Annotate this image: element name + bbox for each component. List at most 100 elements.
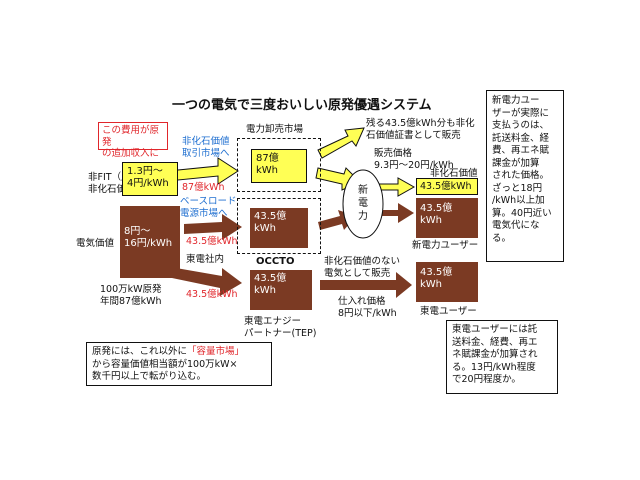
new-user-brown-box: 43.5億 kWh [416,198,478,238]
electric-value-label: 電気価値 [76,238,115,249]
wholesale-brown-line1: 43.5億 [254,211,287,222]
note-bottom-left-line1: 原発には、これ以外に「容量市場」 [92,346,266,359]
circle-char2: 電 [358,198,368,209]
new-user-brown-line2: kWh [420,215,443,226]
baseload-market-label: ベースロード 電源市場へ [180,196,237,219]
capacity-market-highlight: 「容量市場」 [187,346,245,357]
baseload-line2: 電源市場へ [180,207,228,219]
sales-price-line2: 9.3円〜20円/kWh [374,159,454,171]
purchase-price-line2: 8円以下/kWh [338,307,397,319]
purchase-price-label: 仕入れ価格 8円以下/kWh [338,296,397,319]
nonfossil-market-label: 非化石価値 取引市場へ [182,136,230,159]
kwh435-label-b: 43.5億kWh [186,289,238,300]
note-right-line: 支払うのは、 [492,120,550,131]
kwh87-label: 87億kWh [182,182,225,193]
page-title: 一つの電気で三度おいしい原発優遇システム [172,98,432,113]
brown-arrow-to-market [184,214,242,240]
tep-brown-line2: kWh [254,285,277,296]
nonfossil-none-line1: 非化石価値のない [324,256,401,267]
tepco-internal-label: 東電社内 [186,254,225,265]
nonfossil-price-line2: 4円/kWh [127,178,169,189]
purchase-price-line1: 仕入れ価格 [338,296,386,307]
note-right-line: 課金が加算 [492,157,540,169]
nonfossil-market-line2: 取引市場へ [182,147,230,159]
plant-line1: 100万kW原発 [100,284,162,295]
wholesale-yellow-line2: kWh [256,165,279,176]
note-right-line: 新電力ユー [492,95,540,106]
callout-red-line2: の追加収入に [102,148,160,159]
tep-brown-box: 43.5億 kWh [250,270,312,310]
nonfit-line1: 非FIT（原発） [88,172,150,183]
note-bottom-left-prefix: 原発には、これ以外に [92,346,188,357]
nonfossil-price-box: 1.3円〜 4円/kWh [122,162,178,196]
note-right-line: 託送料金、経 [492,132,550,144]
note-right-line: された価格。 [492,170,550,181]
nonfossil-price-line1: 1.3円〜 [127,166,163,177]
callout-red: この費用が原発 の追加収入に [98,122,168,159]
note-right-line: 費、再エネ賦 [492,145,550,156]
new-power-circle-label: 新 電 力 [356,184,370,223]
circle-char1: 新 [358,185,368,196]
note-right: 新電力ユー ザーが実際に 支払うのは、 託送料金、経 費、再エネ賦 課金が加算 … [486,90,564,262]
note-right-line: 算。40円近い [492,207,552,219]
note-right-line: 電気代になる。 [492,220,540,244]
nonfossil-none-label: 非化石価値のない 電気として販売 [324,256,400,279]
tepco-user-brown-line1: 43.5億 [420,267,453,278]
brown-arrow-to-new-user [376,203,414,223]
wholesale-yellow-line1: 87億 [256,153,279,164]
sales-price-label: 販売価格 9.3円〜20円/kWh [374,148,454,171]
nonfossil-none-line2: 電気として販売 [324,267,391,279]
circle-char3: 力 [358,211,368,222]
tep-label: 東電エナジー パートナー(TEP) [244,316,316,339]
new-power-circle [342,169,384,239]
tep-brown-line1: 43.5億 [254,273,287,284]
tep-line1: 東電エナジー [244,316,302,327]
new-user-brown-line1: 43.5億 [420,203,453,214]
note-bottom-right: 東電ユーザーには託 送料金、経費、再エ ネ賦課金が加算され る。13円/kWh程… [446,320,558,394]
remaining-certificate-label: 残る43.5億kWh分も非化 石価値証書として販売 [366,118,475,141]
brown-arrow-to-tep [172,268,242,296]
note-bottom-left: 原発には、これ以外に「容量市場」 から容量価値相当額が100万kW× 数千円以上… [86,342,272,386]
note-right-line: ザーが実際に [492,107,550,119]
note-bottom-right-line: 送料金、経費、再エ [452,336,538,348]
remaining-line1: 残る43.5億kWh分も非化 [366,118,475,129]
electric-price-line2: 16円/kWh [124,238,173,249]
wholesale-yellow-box: 87億 kWh [251,149,307,183]
nonfit-line2: 非化石価値 [88,183,136,195]
tepco-users-label: 東電ユーザー [420,306,477,317]
tepco-user-brown-box: 43.5億 kWh [416,262,478,302]
note-right-line: /kWh以上加 [492,195,545,206]
new-user-yellow-box: 43.5億kWh [416,178,478,195]
note-bottom-right-line: る。13円/kWh程度 [452,361,536,373]
wholesale-market-frame-top [237,138,321,192]
electric-price-line1: 8円〜 [124,226,151,237]
tepco-user-brown-line2: kWh [420,279,443,290]
occto-label: OCCTO [256,256,295,267]
note-bottom-left-line3: 数千円以上で転がり込む。 [92,371,207,382]
note-bottom-right-line: で20円程度か。 [452,374,521,385]
wholesale-brown-box: 43.5億 kWh [250,208,308,248]
wholesale-market-frame-bottom [237,198,321,254]
note-bottom-right-line: ネ賦課金が加算され [452,349,538,360]
nonfit-label: 非FIT（原発） 非化石価値 [88,172,150,195]
electric-price-box: 8円〜 16円/kWh [120,206,180,278]
remaining-line2: 石価値証書として販売 [366,129,461,141]
baseload-line1: ベースロード [180,196,237,207]
yellow-arrow-to-certificate [317,127,365,159]
brown-arrow-to-tepco-users [320,272,412,298]
callout-red-line1: この費用が原発 [102,125,160,148]
sales-price-line1: 販売価格 [374,148,413,159]
note-bottom-right-line: 東電ユーザーには託 [452,324,538,335]
note-right-line: ざっと18円 [492,182,543,194]
kwh435-label-a: 43.5億kWh [186,236,238,247]
nonfossil-value-right-label: 非化石価値 [430,168,478,179]
plant-label: 100万kW原発 年間87億kWh [100,284,162,307]
wholesale-market-label: 電力卸売市場 [246,124,304,135]
tep-line2: パートナー(TEP) [244,327,317,339]
wholesale-brown-line2: kWh [254,223,277,234]
note-bottom-left-line2: から容量価値相当額が100万kW× [92,358,238,370]
nonfossil-market-line1: 非化石価値 [182,136,230,147]
plant-line2: 年間87億kWh [100,295,162,307]
new-power-users-label: 新電力ユーザー [412,240,479,251]
